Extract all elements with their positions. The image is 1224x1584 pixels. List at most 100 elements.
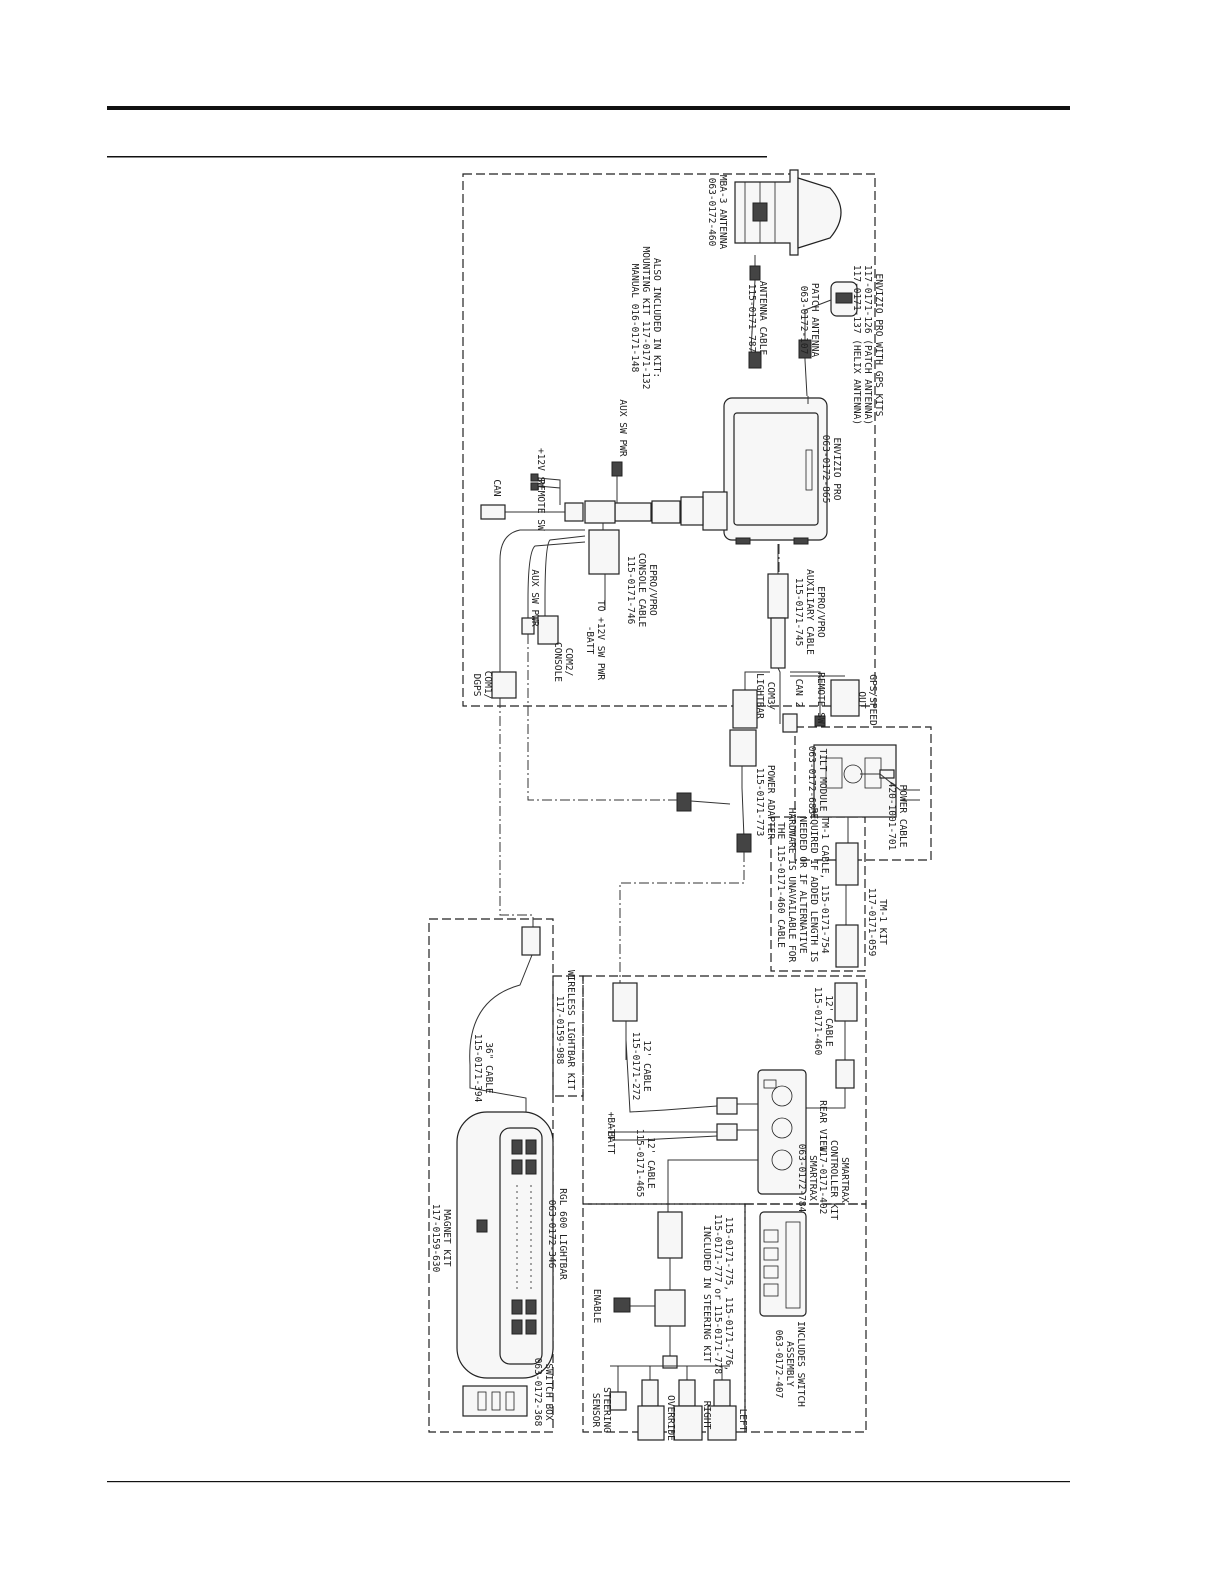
- com3-lightbar-label-line: COM3/: [765, 682, 776, 711]
- to-batt-label-line: TO +12V SW PWR: [595, 600, 606, 680]
- power-adapter-label-line: POWER ADAPTER: [765, 765, 776, 840]
- tilt-module-label-line: 063-0172-683: [806, 746, 817, 815]
- mba3-antenna-label: MBA-3 ANTENNA063-0172-460: [706, 175, 728, 250]
- switch-assembly-label: INCLUDES SWITCHASSEMBLY063-0172-407: [773, 1321, 806, 1407]
- tilt-module-label: TILT MODULE063-0172-683: [806, 746, 828, 815]
- tm1-cable-label-line: REQUIRED IF ADDED LENGTH IS: [808, 808, 819, 963]
- cable-12ft-272-label-line: 12' CABLE: [641, 1040, 652, 1092]
- can2-label-line: CAN 2: [793, 679, 804, 708]
- right-label-line: RIGHT: [701, 1401, 712, 1430]
- console-cable-harness: [480, 461, 728, 699]
- gps-kits-label-line: 117-0171-137 (HELIX ANTENNA): [851, 265, 862, 425]
- tm1-kit-label-line: TM-1 KIT: [877, 899, 888, 945]
- mba3-antenna-label-line: MBA-3 ANTENNA: [717, 175, 728, 250]
- switch-box-label-line: SWITCH BOX: [543, 1363, 554, 1420]
- antenna-cable-label: ANTENNA CABLE115-0171-787: [746, 281, 768, 356]
- console-cable-label-line: 115-0171-746: [625, 556, 636, 625]
- tm1-cable-label-line: THE 115-0171-460 CABLE: [775, 822, 786, 948]
- rgl600-label-line: 063-0172-346: [546, 1200, 557, 1269]
- envizio-pro-label: ENVIZIO PRO063-0172-865: [820, 435, 842, 504]
- rgl600-lightbar: [456, 1111, 554, 1379]
- section-rule: [107, 156, 767, 158]
- smartrax-controller-kit-label: SMARTRAXCONTROLLER KIT117-0171-402: [817, 1140, 850, 1220]
- link-aux-power: [527, 634, 677, 801]
- cable-36in-label-line: 36" CABLE: [483, 1042, 494, 1094]
- batt-minus-label: -BATT: [605, 1126, 616, 1155]
- override-label: OVERRIDE: [665, 1395, 676, 1441]
- rgl600-label: RGL 600 LIGHTBAR063-0172-346: [546, 1188, 568, 1280]
- steering-sensor-label-line: SENSOR: [590, 1393, 601, 1428]
- smartrax-controller: [759, 1211, 807, 1317]
- rear-view-label-line: REAR VIEW: [817, 1100, 828, 1152]
- link-dgps-lightbar: [499, 698, 534, 927]
- gps-kits-label-line: 117-0171-126 (PATCH ANTENNA): [862, 265, 873, 425]
- smartrax-controller-boundary: [582, 975, 867, 1205]
- aux-cable-label-line: EPRO/VPRO: [815, 586, 826, 638]
- tm1-cable-label-line: NEEDED OR IF ALTERNATIVE: [797, 816, 808, 954]
- smartrax-label-line: 063-0172-784: [796, 1144, 807, 1213]
- cable-36in-label: 36" CABLE115-0171-394: [472, 1034, 494, 1103]
- mba3-antenna-label-line: 063-0172-460: [706, 178, 717, 247]
- tilt-module: [813, 744, 920, 818]
- mba3-antenna: [734, 169, 842, 256]
- cable-36in-label-line: 115-0171-394: [472, 1034, 483, 1103]
- com1-dgps-label-line: COM1/: [482, 671, 493, 700]
- smartrax-label-line: SMARTRAX: [807, 1155, 818, 1201]
- com2-console-label: COM2/CONSOLE: [552, 642, 574, 682]
- also-included-label-line: MOUNTING KIT 117-0171-132: [640, 247, 651, 390]
- also-included-label-line: ALSO INCLUDED IN KIT:: [651, 258, 662, 378]
- switch-assembly-label-line: 063-0172-407: [773, 1330, 784, 1399]
- cable-12ft-460-label-line: 115-0171-460: [812, 987, 823, 1056]
- envizio-pro-display: [723, 397, 828, 545]
- cable-12ft-460: [805, 982, 858, 1109]
- top-rule: [107, 106, 1070, 110]
- to-batt-label: TO +12V SW PWR-BATT: [584, 600, 606, 680]
- wireless-lightbar-label: WIRELESS LIGHTBAR KIT117-0159-988: [554, 970, 576, 1090]
- patch-antenna: [830, 281, 858, 317]
- cable-12ft-465-label-line: 115-0171-465: [634, 1129, 645, 1198]
- left-label-line: LEFT: [737, 1409, 748, 1432]
- right-label: RIGHT: [701, 1401, 712, 1430]
- tilt-module-boundary: [794, 726, 932, 861]
- com3-lightbar-label: COM3/LIGHTBAR: [754, 673, 776, 719]
- tm1-kit-label-line: 117-0171-059: [866, 888, 877, 957]
- can-label: CAN: [491, 479, 502, 496]
- left-label: LEFT: [737, 1409, 748, 1432]
- com1-dgps-label-line: DGPS: [471, 674, 482, 697]
- rgl600-label-line: RGL 600 LIGHTBAR: [557, 1188, 568, 1280]
- gps-kits-label: ENVIZIO PRO WITH GPS KITS117-0171-126 (P…: [851, 265, 884, 425]
- batt-minus-label-line: -BATT: [605, 1126, 616, 1155]
- smartrax-controller-kit-label-line: 117-0171-402: [817, 1146, 828, 1215]
- rear-view-label: REAR VIEW: [817, 1100, 828, 1152]
- power-adapter: [676, 766, 752, 853]
- switch-assembly-label-line: ASSEMBLY: [784, 1341, 795, 1387]
- cable-12ft-272-label: 12' CABLE115-0171-272: [630, 1032, 652, 1101]
- enable-label: ENABLE: [591, 1289, 602, 1324]
- console-cable-label: EPRO/VPROCONSOLE CABLE115-0171-746: [625, 553, 658, 628]
- com1-dgps-label: COM1/DGPS: [471, 671, 493, 700]
- remote-sw-2-label-line: REMOTE SW: [815, 672, 826, 724]
- switch-assembly-boundary: [744, 1203, 867, 1433]
- plus12v-sw-label-line: +12V SW: [535, 448, 546, 488]
- power-cable-label: POWER CABLE420-1001-701: [886, 782, 908, 851]
- remote-sw-2-label: REMOTE SW: [815, 672, 826, 724]
- bottom-rule: [107, 1481, 1070, 1483]
- enable-label-line: ENABLE: [591, 1289, 602, 1324]
- cable-12ft-465-label-line: 12' CABLE: [645, 1137, 656, 1189]
- aux-sw-pwr-2-label: AUX SW PWR: [529, 569, 540, 626]
- power-adapter-label: POWER ADAPTER115-0171-773: [754, 765, 776, 840]
- cable-12ft-272-label-line: 115-0171-272: [630, 1032, 641, 1101]
- magnet-kit-label-line: 117-0159-630: [430, 1204, 441, 1273]
- steering-kit-label-line: 115-0171-775, 115-0171-776,: [723, 1217, 734, 1371]
- magnet-kit-label: MAGNET KIT117-0159-630: [430, 1204, 452, 1273]
- switch-box: [462, 1385, 528, 1417]
- magnet-kit-label-line: MAGNET KIT: [441, 1209, 452, 1266]
- console-cable-label-line: EPRO/VPRO: [647, 564, 658, 616]
- antenna-cable-label-line: 115-0171-787: [746, 284, 757, 353]
- power-cable-label-line: 420-1001-701: [886, 782, 897, 851]
- can2-label: CAN 2: [793, 679, 804, 708]
- patch-antenna-label-line: 063-0172-107: [798, 286, 809, 355]
- steering-harness: [609, 1211, 737, 1441]
- com3-lightbar-label-line: LIGHTBAR: [754, 673, 765, 719]
